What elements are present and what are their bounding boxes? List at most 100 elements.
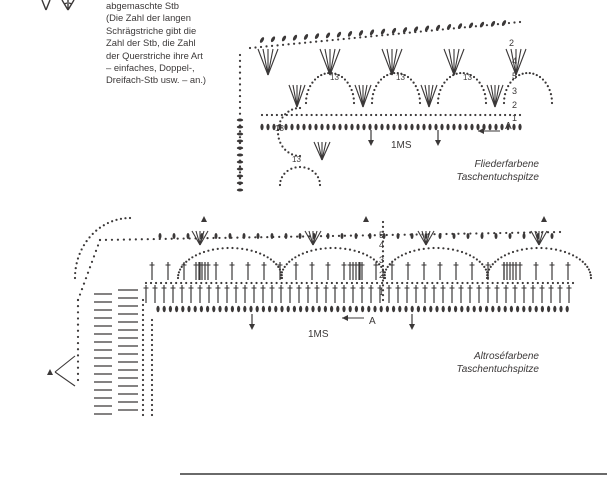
caption-top: Fliederfarbene Taschentuchspitze bbox=[457, 158, 539, 184]
chain-dot bbox=[294, 256, 297, 259]
picot-triangle bbox=[201, 216, 207, 222]
row-number: 1 bbox=[512, 113, 518, 123]
caption-line: Taschentuchspitze bbox=[456, 172, 539, 183]
slip-stitch-oval bbox=[261, 305, 265, 313]
slip-stitch-oval bbox=[243, 305, 247, 313]
chain-dot bbox=[242, 236, 245, 239]
chain-dot bbox=[469, 232, 472, 235]
chain-dot bbox=[546, 85, 549, 88]
chain-dot bbox=[305, 113, 308, 117]
chain-dot bbox=[292, 42, 296, 45]
chain-dot bbox=[231, 246, 234, 250]
chain-dot bbox=[284, 148, 287, 151]
chain-dot bbox=[282, 268, 285, 271]
chain-dot bbox=[478, 81, 481, 84]
chain-dot bbox=[284, 235, 287, 238]
chain-dot bbox=[436, 101, 440, 105]
chain-dot bbox=[493, 232, 496, 235]
chain-dot bbox=[280, 274, 283, 277]
chain-dot bbox=[511, 78, 515, 81]
slip-stitch-oval bbox=[236, 146, 244, 150]
stitch-fan bbox=[321, 141, 331, 161]
chain-dot bbox=[330, 113, 333, 117]
chain-dot bbox=[550, 97, 553, 100]
chain-dot bbox=[559, 249, 562, 252]
stitch-fan bbox=[538, 230, 544, 246]
chain-dot bbox=[549, 93, 553, 96]
caption-line: Fliederfarbene bbox=[474, 159, 539, 170]
chain-dot bbox=[433, 233, 436, 236]
slip-stitch-oval bbox=[446, 24, 452, 30]
chain-dot bbox=[128, 216, 132, 220]
chain-dot bbox=[518, 73, 521, 77]
stitch-fan bbox=[292, 84, 298, 108]
chain-dot bbox=[331, 38, 334, 42]
slip-stitch-oval bbox=[305, 305, 309, 313]
chain-dot bbox=[115, 218, 118, 221]
chain-dot bbox=[141, 358, 145, 362]
chain-dot bbox=[238, 94, 242, 98]
chain-dot bbox=[74, 267, 77, 270]
chain-dot bbox=[350, 113, 353, 117]
chain-dot bbox=[238, 141, 242, 145]
chain-dot bbox=[465, 252, 468, 255]
chain-dot bbox=[76, 298, 80, 302]
chain-dot bbox=[280, 113, 283, 117]
chain-dot bbox=[179, 268, 182, 271]
chain-dot bbox=[501, 281, 504, 285]
chain-dot bbox=[511, 250, 515, 254]
slip-stitch-oval bbox=[224, 305, 228, 313]
slip-stitch-oval bbox=[303, 34, 309, 40]
chain-dot bbox=[313, 78, 317, 81]
chain-dot bbox=[276, 44, 279, 47]
chain-dot bbox=[277, 124, 280, 127]
chain-dot bbox=[505, 88, 508, 92]
chain-dot bbox=[236, 236, 239, 239]
chain-dot bbox=[216, 247, 219, 250]
chain-dot bbox=[301, 252, 304, 255]
stitch-fan bbox=[362, 84, 372, 108]
chain-dot bbox=[278, 268, 281, 271]
chain-dot bbox=[304, 41, 307, 44]
row-number: 4 bbox=[512, 56, 518, 66]
chain-dot bbox=[571, 281, 575, 285]
stitch-fan bbox=[267, 48, 274, 76]
slip-stitch-oval bbox=[302, 123, 306, 131]
chain-dot bbox=[541, 281, 544, 285]
chain-dot bbox=[419, 113, 422, 117]
chain-dot bbox=[122, 238, 125, 241]
chain-dot bbox=[552, 231, 556, 234]
chain-dot bbox=[375, 34, 378, 37]
chain-dot bbox=[230, 236, 233, 239]
chain-dot bbox=[436, 281, 439, 285]
chain-dot bbox=[499, 113, 502, 117]
chain-dot bbox=[581, 260, 584, 263]
chain-dot bbox=[518, 20, 522, 24]
chain-dot bbox=[283, 172, 286, 175]
chain-dot bbox=[353, 36, 356, 40]
slip-stitch-oval bbox=[281, 35, 287, 42]
chain-dot bbox=[529, 231, 532, 234]
chain-dot bbox=[550, 101, 554, 105]
arrow-down-icon bbox=[435, 140, 441, 146]
chain-dot bbox=[76, 372, 80, 375]
picot-triangle bbox=[47, 369, 53, 375]
chain-dot bbox=[110, 238, 114, 241]
chain-dot bbox=[260, 236, 263, 239]
slip-stitch-oval bbox=[338, 123, 342, 131]
stitch-fan bbox=[425, 230, 431, 246]
chain-dot bbox=[211, 248, 215, 251]
chain-dot bbox=[396, 71, 399, 75]
slip-stitch-oval bbox=[494, 123, 498, 131]
chain-dot bbox=[343, 234, 347, 237]
chain-dot bbox=[188, 237, 191, 240]
chain-dot bbox=[348, 248, 352, 251]
slip-stitch-oval bbox=[534, 305, 538, 313]
chain-dot bbox=[265, 113, 269, 117]
chain-dot bbox=[141, 383, 145, 387]
chain-dot bbox=[221, 247, 224, 250]
chain-dot bbox=[352, 97, 355, 100]
slip-stitch-oval bbox=[326, 123, 330, 131]
chain-dot bbox=[141, 308, 145, 312]
chain-dot bbox=[340, 113, 343, 117]
